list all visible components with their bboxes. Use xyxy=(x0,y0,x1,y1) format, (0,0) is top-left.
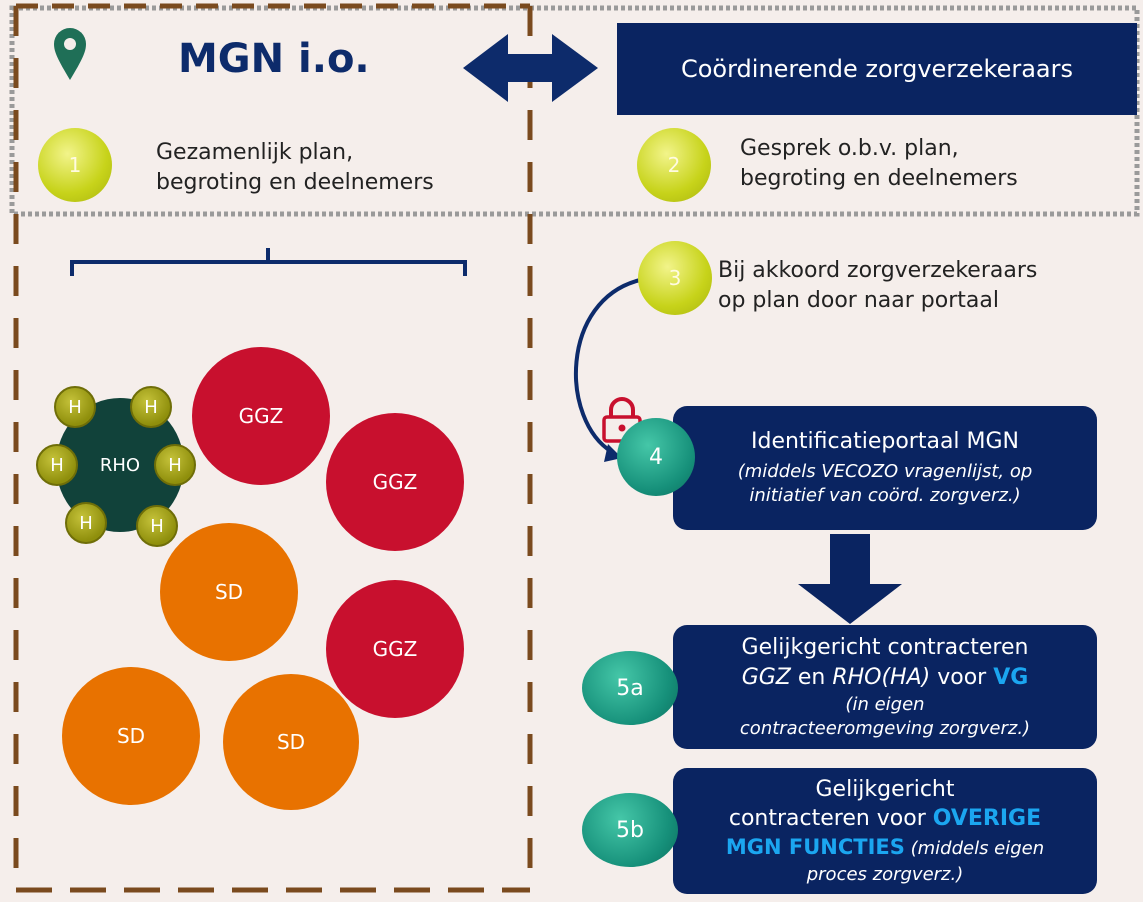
step-5a-box: Gelijkgericht contracteren GGZ en RHO(HA… xyxy=(673,625,1097,749)
step-5b-functions: MGN FUNCTIES xyxy=(725,835,905,859)
ggz-circle: GGZ xyxy=(192,347,330,485)
step-2-line2: begroting en deelnemers xyxy=(740,166,1018,191)
step-1-line2: begroting en deelnemers xyxy=(156,170,434,195)
partner-box: Coördinerende zorgverzekeraars xyxy=(617,23,1137,115)
step-1-line1: Gezamenlijk plan, xyxy=(156,140,354,165)
step-5a-vg: VG xyxy=(993,665,1029,690)
step-5a-and: en xyxy=(790,665,833,690)
step-2-text: Gesprek o.b.v. plan, begroting en deelne… xyxy=(740,134,1018,194)
h-node: H xyxy=(54,386,96,428)
step-5a-sub2: contracteeromgeving zorgverz.) xyxy=(739,718,1031,739)
h-node: H xyxy=(154,444,196,486)
step-3-badge: 3 xyxy=(638,241,712,315)
step-4-title: Identificatieportaal MGN xyxy=(750,428,1020,454)
step-5a-rho: RHO(HA) xyxy=(832,665,931,690)
step-5b-line3: MGN FUNCTIES (middels eigen xyxy=(726,833,1044,863)
step-5b-box: Gelijkgericht contracteren voor OVERIGE … xyxy=(673,768,1097,894)
sd-circle: SD xyxy=(223,674,359,810)
step-5a-sub1: (in eigen xyxy=(845,694,925,715)
step-4-badge: 4 xyxy=(617,418,695,496)
h-node: H xyxy=(130,386,172,428)
step-5a-for: voor xyxy=(930,665,994,690)
step-3-text: Bij akkoord zorgverzekeraars op plan doo… xyxy=(718,256,1037,316)
sd-circle: SD xyxy=(62,667,200,805)
step-5b-line2: contracteren voor OVERIGE xyxy=(729,804,1041,833)
step-2-line1: Gesprek o.b.v. plan, xyxy=(740,136,959,161)
step-4-sub2: initiatief van coörd. zorgverz.) xyxy=(749,484,1021,506)
step-5a-ggz: GGZ xyxy=(741,665,791,690)
step-5b-badge: 5b xyxy=(582,793,678,867)
step-5b-line1: Gelijkgericht xyxy=(815,777,955,802)
step-5b-contract: contracteren voor xyxy=(728,806,933,831)
step-5a-line1: Gelijkgericht contracteren xyxy=(741,635,1029,660)
step-5b-means: (middels eigen xyxy=(904,838,1045,859)
step-4-box: Identificatieportaal MGN (middels VECOZO… xyxy=(673,406,1097,530)
step-4-sub1: (middels VECOZO vragenlijst, op xyxy=(737,460,1033,482)
step-2-badge: 2 xyxy=(637,128,711,202)
step-3-line2: op plan door naar portaal xyxy=(718,288,999,313)
page-title: MGN i.o. xyxy=(178,36,370,82)
step-5a-badge: 5a xyxy=(582,651,678,725)
sd-circle: SD xyxy=(160,523,298,661)
h-node: H xyxy=(36,444,78,486)
step-5b-sub2: proces zorgverz.) xyxy=(806,864,964,885)
step-3-line1: Bij akkoord zorgverzekeraars xyxy=(718,258,1038,283)
location-pin-icon xyxy=(54,28,86,80)
double-arrow-icon xyxy=(463,34,598,102)
ggz-circle: GGZ xyxy=(326,413,464,551)
down-arrow-icon xyxy=(798,534,902,624)
step-1-text: Gezamenlijk plan, begroting en deelnemer… xyxy=(156,138,434,198)
ggz-circle: GGZ xyxy=(326,580,464,718)
step-1-badge: 1 xyxy=(38,128,112,202)
step-5b-overige: OVERIGE xyxy=(932,806,1042,831)
step-5a-line2: GGZ en RHO(HA) voor VG xyxy=(742,663,1029,693)
h-node: H xyxy=(136,505,178,547)
h-node: H xyxy=(65,502,107,544)
